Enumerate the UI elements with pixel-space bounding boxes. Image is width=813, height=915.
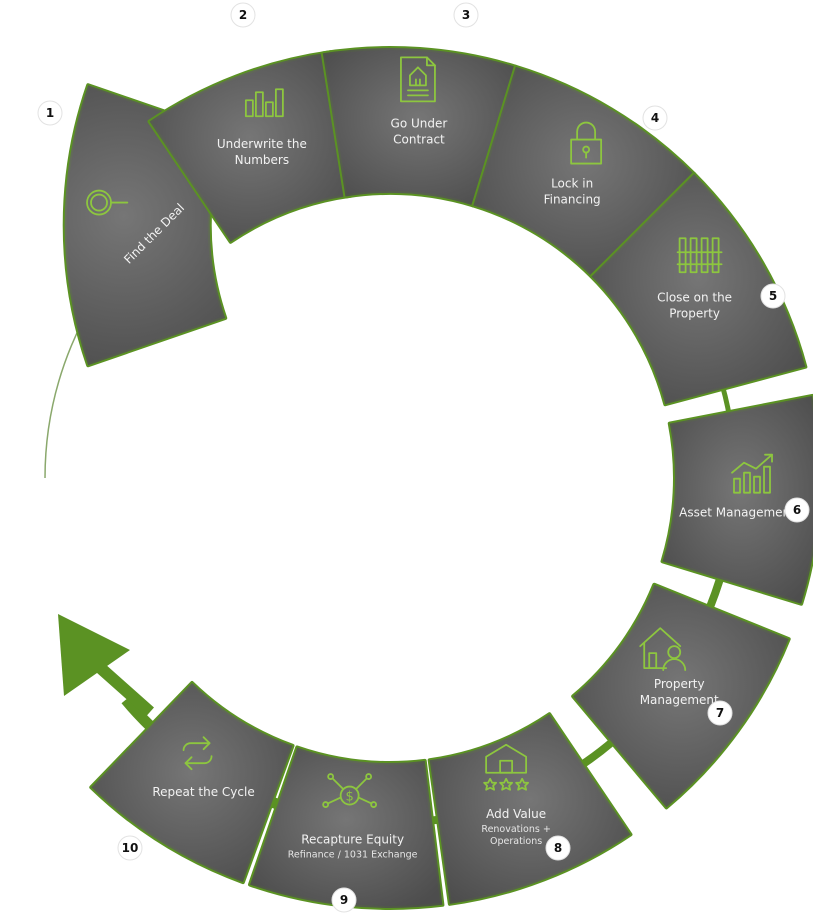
step-panel-shade	[662, 395, 813, 604]
step-panel-shade	[429, 714, 631, 904]
step-number-badge: 5	[760, 283, 786, 309]
badge-circle	[331, 887, 357, 913]
step-number: 7	[716, 706, 724, 720]
step-label-line: Add Value	[486, 807, 546, 821]
step-number: 5	[769, 289, 777, 303]
step-number-badge: 1	[37, 100, 63, 126]
step-number-badge: 8	[545, 835, 571, 861]
step-number-badge: 7	[707, 700, 733, 726]
step-number: 3	[462, 8, 470, 22]
step-label-line: Asset Management	[679, 506, 795, 520]
step-label-line: Underwrite the	[217, 137, 307, 151]
step-number-badge: 3	[453, 2, 479, 28]
step-label-line: Lock in	[551, 177, 593, 191]
badge-circle	[642, 105, 668, 131]
step-number-badge: 10	[117, 835, 143, 861]
step-label-line: Property	[654, 677, 705, 691]
house-manager-icon	[639, 627, 687, 672]
step-numbers: 1 2 3 4 5 6 7 8 9 10	[37, 2, 810, 913]
badge-circle	[117, 835, 143, 861]
cycle-step-6: Asset Management	[660, 393, 813, 606]
step-label-line: Repeat the Cycle	[152, 785, 254, 799]
step-panel-shade	[473, 66, 695, 277]
step-sublabel-line: Renovations +	[481, 824, 550, 835]
step-panel-shade	[91, 683, 293, 883]
step-number-badge: 9	[331, 887, 357, 913]
step-panel-shade	[591, 173, 806, 405]
step-panel-shade	[322, 48, 516, 206]
step-label-line: Management	[640, 693, 719, 707]
repeat-arrows-icon	[182, 736, 213, 771]
step-label-line: Close on the	[657, 290, 732, 304]
badge-circle	[760, 283, 786, 309]
step-panel-shade	[149, 52, 351, 242]
padlock-icon	[570, 121, 603, 165]
step-sublabel-line: Operations	[490, 836, 542, 847]
step-number: 9	[340, 893, 348, 907]
step-sublabel-line: Refinance / 1031 Exchange	[288, 850, 418, 861]
step-number: 1	[46, 106, 54, 120]
badge-circle	[784, 497, 810, 523]
badge-circle	[230, 2, 256, 28]
step-label-line: Contract	[393, 132, 445, 146]
badge-circle	[37, 100, 63, 126]
step-label-line: Recapture Equity	[301, 833, 404, 847]
step-number: 2	[239, 8, 247, 22]
dollar-network-icon: $	[322, 773, 378, 808]
badge-circle	[453, 2, 479, 28]
step-number: 4	[651, 111, 659, 125]
step-label-line: Numbers	[235, 153, 289, 167]
contract-document-icon	[400, 56, 436, 103]
bar-chart-icon	[244, 88, 284, 118]
step-label-line: Financing	[544, 193, 601, 207]
svg-text:$: $	[345, 790, 353, 805]
step-panel-shade	[250, 747, 443, 908]
step-label-line: Property	[669, 306, 720, 320]
cycle-arrowhead	[58, 614, 130, 696]
step-number: 8	[554, 841, 562, 855]
cycle-step-10: Repeat the Cycle	[89, 681, 295, 885]
step-number-badge: 2	[230, 2, 256, 28]
magnifier-icon	[86, 189, 129, 216]
step-number: 10	[122, 841, 139, 855]
house-stars-icon	[483, 743, 530, 791]
step-number-badge: 4	[642, 105, 668, 131]
step-number: 6	[793, 503, 801, 517]
step-panel-shade	[573, 584, 789, 808]
growth-chart-icon	[731, 453, 773, 494]
badge-circle	[707, 700, 733, 726]
cycle-step-4: Lock in Financing	[471, 64, 697, 279]
step-label-line: Go Under	[391, 116, 448, 130]
building-facade-icon	[676, 237, 723, 274]
badge-circle	[545, 835, 571, 861]
step-number-badge: 6	[784, 497, 810, 523]
